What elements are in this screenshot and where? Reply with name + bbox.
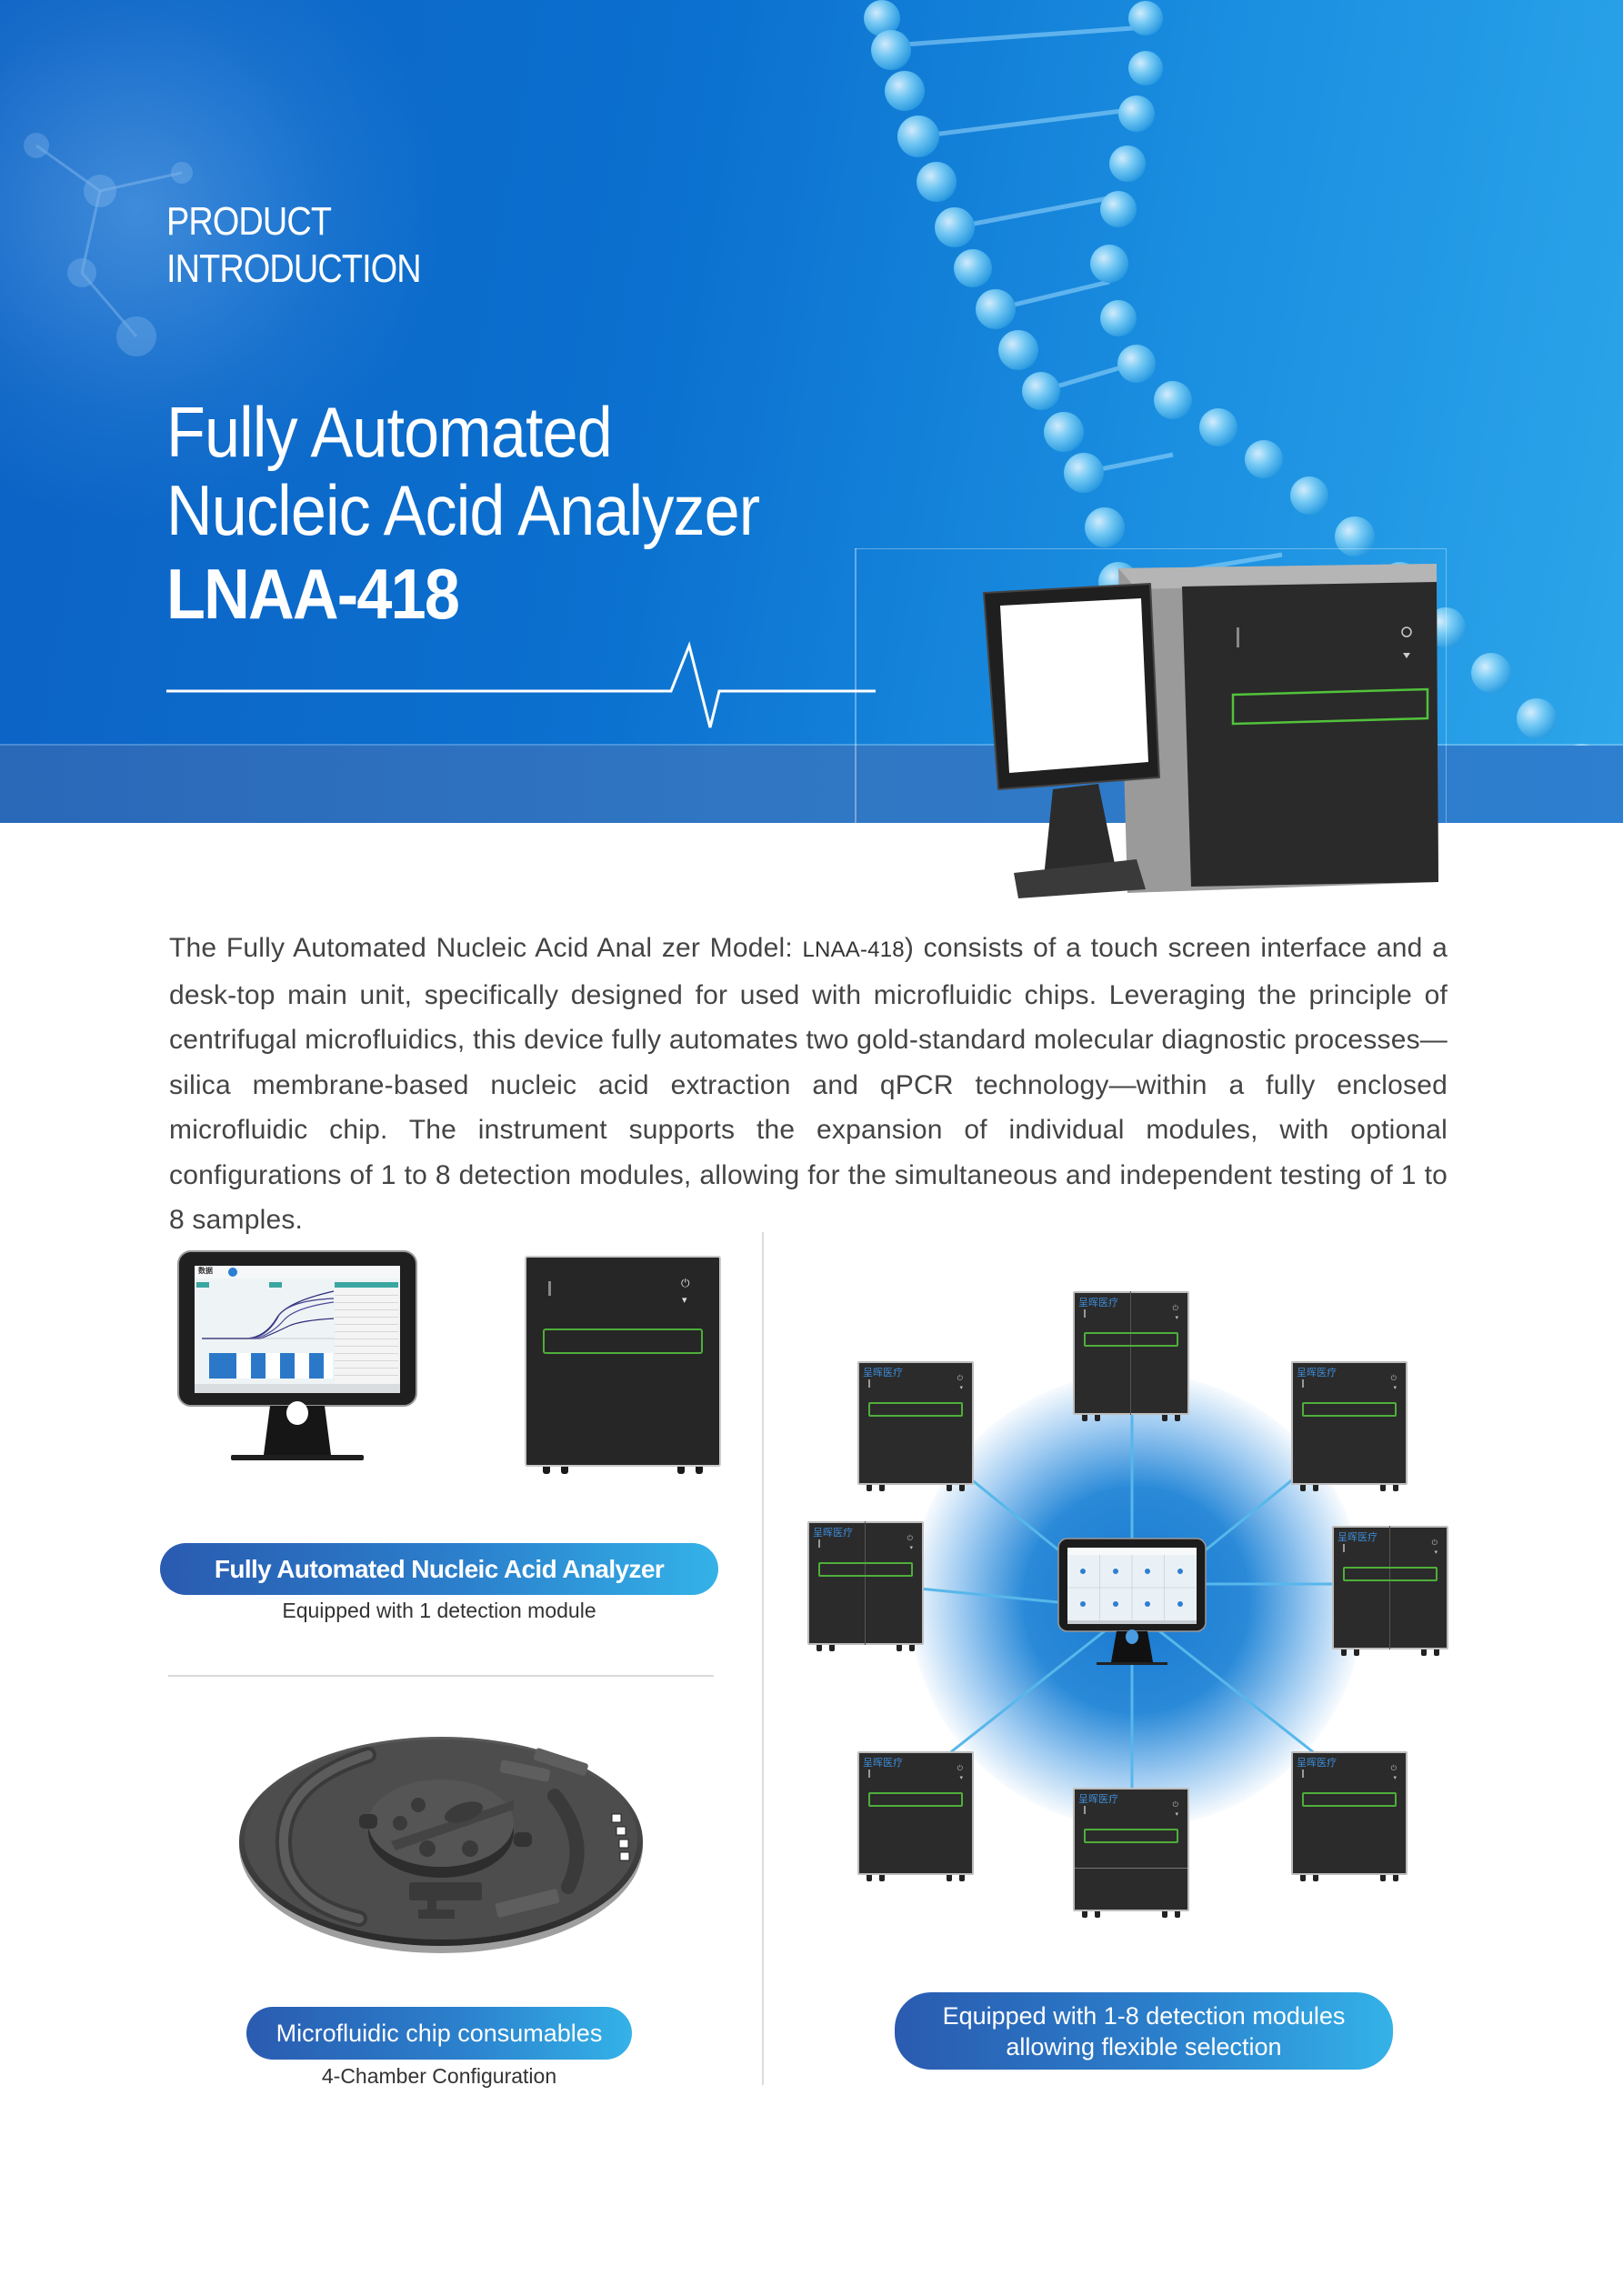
eject-icon: ▾ bbox=[959, 1775, 963, 1781]
section-eyebrow: PRODUCT INTRODUCTION bbox=[166, 198, 422, 293]
product-title: Fully Automated Nucleic Acid Analyzer bbox=[166, 392, 760, 550]
modules-pill-line-1: Equipped with 1-8 detection modules bbox=[942, 2002, 1346, 2030]
eject-icon: ▾ bbox=[1393, 1775, 1397, 1781]
module-brand: 呈晖医疗 bbox=[1078, 1793, 1118, 1805]
module-brand: 呈晖医疗 bbox=[813, 1527, 853, 1539]
eyebrow-line-2: INTRODUCTION bbox=[166, 246, 422, 291]
analyzer-monitor-image bbox=[177, 1250, 417, 1460]
guide-line bbox=[1446, 548, 1447, 823]
module-network-diagram: 呈晖医疗 ⏻ ▾ 呈晖医疗 ⏻ ▾ 呈晖医疗 ⏻ ▾ 呈晖医疗 ⏻ ▾ bbox=[800, 1264, 1473, 1955]
power-icon: ⏻ bbox=[1390, 1374, 1397, 1382]
detection-module-3: 呈晖医疗 ⏻ ▾ bbox=[1291, 1361, 1408, 1491]
usb-port-icon bbox=[548, 1281, 551, 1296]
chip-label-pill: Microfluidic chip consumables bbox=[246, 2007, 632, 2060]
microfluidic-chip-image bbox=[239, 1737, 643, 1953]
eject-icon: ▾ bbox=[682, 1295, 687, 1306]
intro-text-1: The Fully Automated Nucleic Acid Anal ze… bbox=[169, 933, 803, 963]
title-line-2: Nucleic Acid Analyzer bbox=[166, 470, 760, 550]
analyzer-label-pill: Fully Automated Nucleic Acid Analyzer bbox=[160, 1543, 718, 1595]
detection-module-5: 呈晖医疗 ⏻ ▾ bbox=[1332, 1526, 1448, 1656]
intro-text-2: ) consists of a touch screen interface a… bbox=[169, 933, 1448, 1235]
monitor-screen-header: 数据 bbox=[198, 1267, 213, 1275]
module-brand: 呈晖医疗 bbox=[1337, 1531, 1378, 1543]
title-line-1: Fully Automated bbox=[166, 392, 613, 472]
detection-module-1: 呈晖医疗 ⏻ ▾ bbox=[1073, 1291, 1189, 1421]
detection-module-4: 呈晖医疗 ⏻ ▾ bbox=[807, 1521, 924, 1651]
modules-pill-line-2: allowing flexible selection bbox=[1006, 2033, 1282, 2060]
central-monitor-image bbox=[1057, 1538, 1207, 1665]
power-icon: ⏻ bbox=[1172, 1800, 1178, 1809]
hero-band-divider bbox=[0, 744, 1623, 746]
chip-caption: 4-Chamber Configuration bbox=[321, 2064, 557, 2088]
detection-module-8: 呈晖医疗 ⏻ ▾ bbox=[1073, 1788, 1189, 1918]
detection-module-7: 呈晖医疗 ⏻ ▾ bbox=[1291, 1751, 1408, 1881]
module-brand: 呈晖医疗 bbox=[1297, 1757, 1337, 1769]
sample-slot bbox=[543, 1328, 703, 1354]
power-icon: ⏻ bbox=[1172, 1304, 1178, 1312]
eyebrow-line-1: PRODUCT bbox=[166, 199, 332, 244]
guide-line bbox=[855, 548, 1446, 549]
power-icon: ⏻ bbox=[957, 1374, 963, 1382]
product-model: LNAA-418 bbox=[166, 554, 460, 634]
modules-label-pill: Equipped with 1-8 detection modules allo… bbox=[895, 1992, 1393, 2070]
power-icon: ⏻ bbox=[907, 1534, 913, 1542]
power-icon: ⏻ bbox=[1390, 1764, 1397, 1772]
eject-icon: ▾ bbox=[1434, 1549, 1438, 1556]
module-brand: 呈晖医疗 bbox=[1078, 1297, 1118, 1308]
analyzer-hero-image bbox=[983, 564, 1438, 898]
eject-icon: ▾ bbox=[1175, 1811, 1178, 1818]
power-icon: ⏻ bbox=[957, 1764, 963, 1772]
power-icon: ⏻ bbox=[681, 1277, 690, 1289]
module-brand: 呈晖医疗 bbox=[863, 1757, 903, 1769]
molecule-illustration bbox=[24, 133, 193, 356]
detection-module-2: 呈晖医疗 ⏻ ▾ bbox=[857, 1361, 974, 1491]
intro-model: LNAA-418 bbox=[802, 937, 905, 962]
analyzer-main-unit-image: ⏻ ▾ bbox=[525, 1256, 721, 1474]
heartbeat-line-icon bbox=[166, 641, 876, 728]
eject-icon: ▾ bbox=[1393, 1385, 1397, 1391]
analyzer-caption: Equipped with 1 detection module bbox=[282, 1599, 596, 1622]
eject-icon: ▾ bbox=[909, 1545, 913, 1551]
module-brand: 呈晖医疗 bbox=[863, 1367, 903, 1379]
column-divider bbox=[762, 1232, 764, 2085]
left-column-divider bbox=[168, 1675, 714, 1677]
intro-paragraph: The Fully Automated Nucleic Acid Anal ze… bbox=[169, 926, 1448, 1243]
eject-icon: ▾ bbox=[1175, 1315, 1178, 1321]
module-brand: 呈晖医疗 bbox=[1297, 1367, 1337, 1379]
eject-icon: ▾ bbox=[959, 1385, 963, 1391]
power-icon: ⏻ bbox=[1431, 1539, 1438, 1547]
detection-module-6: 呈晖医疗 ⏻ ▾ bbox=[857, 1751, 974, 1881]
guide-line bbox=[855, 548, 857, 823]
